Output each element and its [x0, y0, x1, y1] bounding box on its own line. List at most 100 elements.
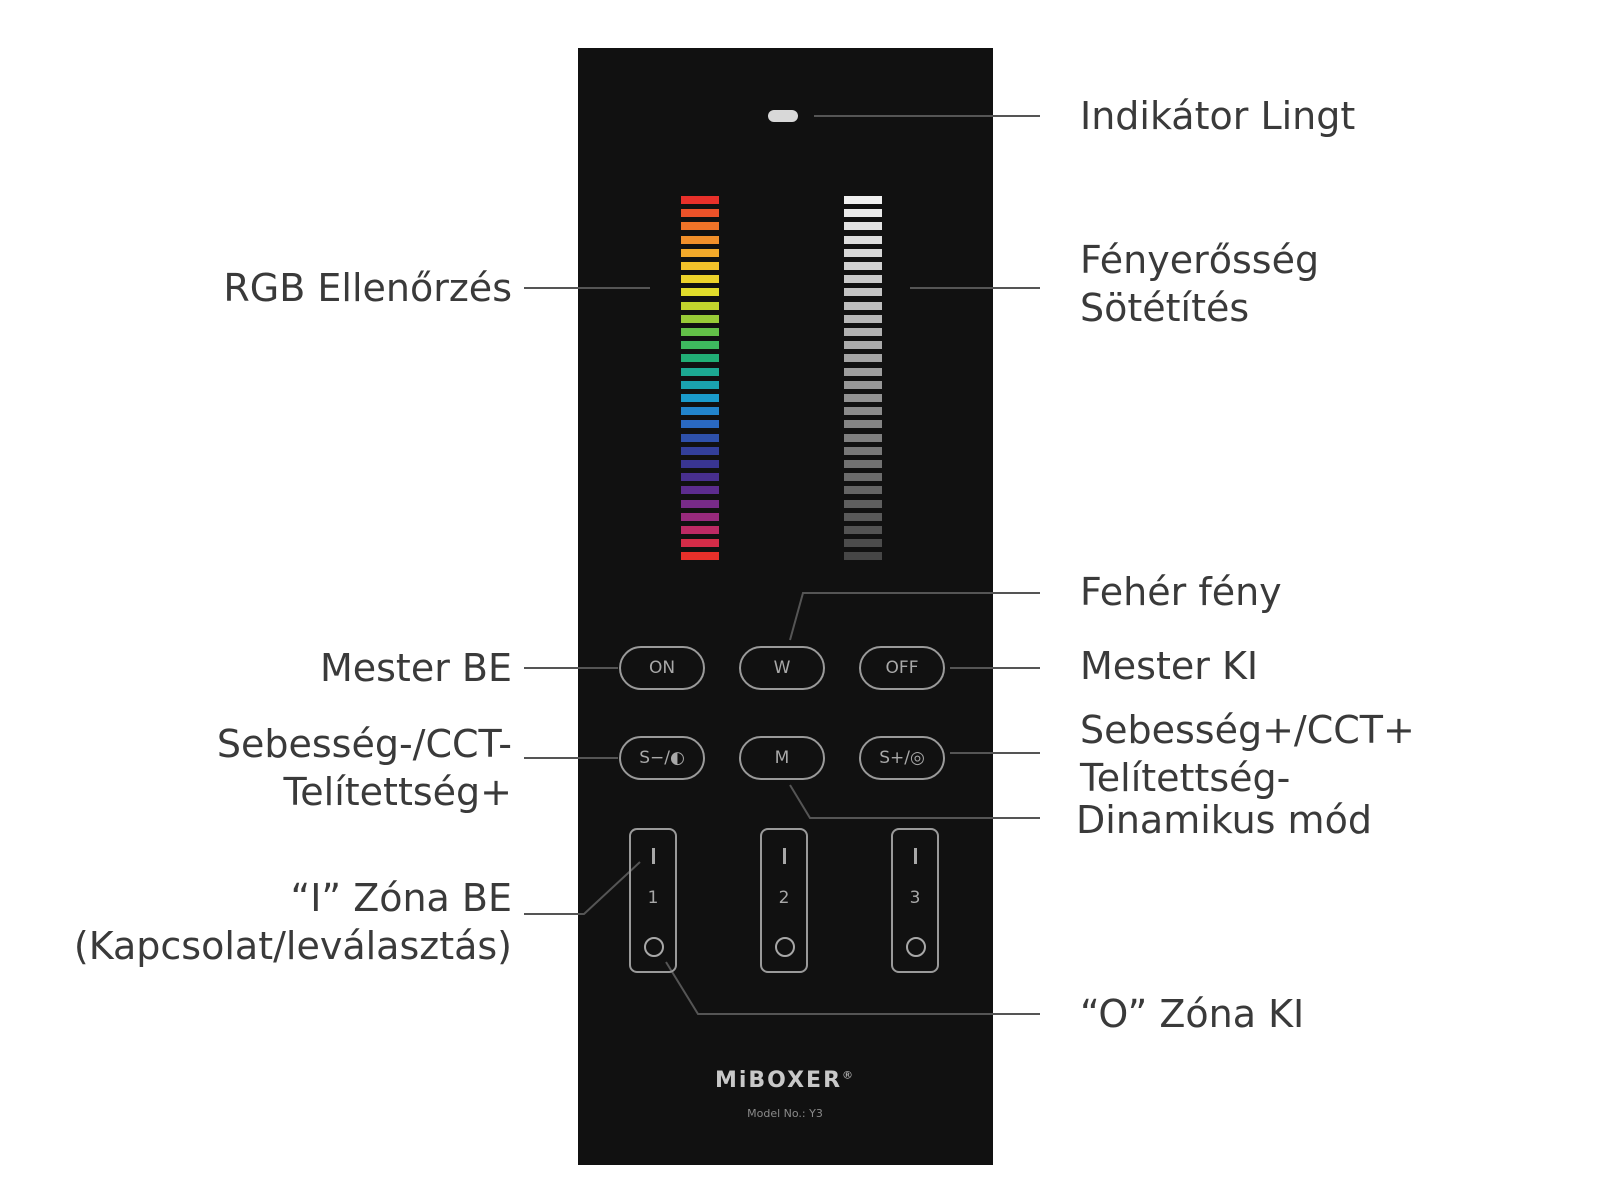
zone-3-key[interactable]: 3	[891, 828, 939, 973]
rgb-segment	[681, 262, 719, 270]
brightness-segment	[844, 526, 882, 534]
rgb-segment	[681, 209, 719, 218]
brightness-segment	[844, 235, 882, 244]
label-speed-minus-line2: Telítettség+	[283, 770, 512, 814]
brightness-slider[interactable]	[844, 196, 882, 566]
brightness-segment	[844, 248, 882, 257]
brightness-segment	[844, 367, 882, 376]
brightness-segment	[844, 460, 882, 468]
rgb-segment	[681, 301, 719, 310]
label-speed-minus: Sebesség-/CCT- Telítettség+	[217, 720, 512, 816]
rgb-segment	[681, 539, 719, 548]
label-master-off: Mester KI	[1080, 644, 1259, 688]
label-zone-on-line1: “I” Zóna BE	[290, 876, 512, 920]
label-brightness-line1: Fényerősség	[1080, 238, 1320, 282]
label-indicator-light: Indikátor Lingt	[1080, 94, 1356, 138]
rgb-segment	[681, 380, 719, 389]
rgb-segment	[681, 433, 719, 442]
rgb-segment	[681, 341, 719, 350]
on-button[interactable]: ON	[619, 646, 705, 690]
brand-name: MiBOXER	[714, 1068, 843, 1093]
brightness-segment	[844, 262, 882, 270]
rgb-segment	[681, 446, 719, 455]
zone-number: 2	[778, 888, 790, 908]
brightness-segment	[844, 275, 882, 284]
brightness-segment	[844, 499, 882, 508]
brightness-segment	[844, 196, 882, 204]
rgb-segment	[681, 354, 719, 363]
brightness-segment	[844, 473, 882, 482]
rgb-segment	[681, 394, 719, 402]
rgb-segment	[681, 420, 719, 429]
mode-button[interactable]: M	[739, 736, 825, 780]
rgb-segment	[681, 460, 719, 468]
rgb-segment	[681, 222, 719, 231]
speed-plus-button[interactable]: S+/◎	[859, 736, 945, 780]
indicator-light	[768, 110, 798, 122]
rgb-segment	[681, 512, 719, 521]
rgb-segment	[681, 235, 719, 244]
brightness-segment	[844, 288, 882, 297]
label-speed-plus: Sebesség+/CCT+ Telítettség-	[1080, 706, 1415, 802]
zone-1-key[interactable]: 1	[629, 828, 677, 973]
zone-off-icon	[644, 937, 664, 957]
brightness-segment	[844, 328, 882, 336]
brightness-segment	[844, 512, 882, 521]
registered-mark: ®	[842, 1068, 856, 1082]
remote-panel	[578, 48, 993, 1165]
brightness-segment	[844, 209, 882, 218]
brightness-segment	[844, 380, 882, 389]
brightness-segment	[844, 552, 882, 561]
rgb-segment	[681, 367, 719, 376]
label-zone-on: “I” Zóna BE (Kapcsolat/leválasztás)	[74, 874, 512, 970]
label-brightness-line2: Sötétítés	[1080, 286, 1250, 330]
brightness-segment	[844, 222, 882, 231]
rgb-segment	[681, 526, 719, 534]
brightness-segment	[844, 314, 882, 323]
brightness-segment	[844, 446, 882, 455]
label-zone-on-line2: (Kapcsolat/leválasztás)	[73, 924, 512, 968]
zone-number: 1	[647, 888, 659, 908]
white-button[interactable]: W	[739, 646, 825, 690]
zone-number: 3	[909, 888, 921, 908]
label-rgb-control: RGB Ellenőrzés	[223, 266, 512, 310]
rgb-segment	[681, 288, 719, 297]
zone-2-key[interactable]: 2	[760, 828, 808, 973]
rgb-segment	[681, 499, 719, 508]
zone-off-icon	[775, 937, 795, 957]
rgb-segment	[681, 407, 719, 416]
label-speed-minus-line1: Sebesség-/CCT-	[216, 722, 512, 766]
label-dynamic-mode: Dinamikus mód	[1076, 798, 1372, 842]
rgb-segment	[681, 328, 719, 336]
label-white-light: Fehér fény	[1080, 570, 1282, 614]
brightness-segment	[844, 301, 882, 310]
label-brightness: Fényerősség Sötétítés	[1080, 236, 1319, 332]
label-speed-plus-line2: Telítettség-	[1080, 756, 1291, 800]
rgb-slider[interactable]	[681, 196, 719, 566]
zone-on-icon	[782, 848, 786, 864]
rgb-segment	[681, 473, 719, 482]
brightness-segment	[844, 433, 882, 442]
label-zone-off: “O” Zóna KI	[1080, 992, 1305, 1036]
brightness-segment	[844, 539, 882, 548]
zone-off-icon	[906, 937, 926, 957]
off-button[interactable]: OFF	[859, 646, 945, 690]
brightness-segment	[844, 407, 882, 416]
brightness-segment	[844, 486, 882, 495]
zone-on-icon	[651, 848, 655, 864]
brightness-segment	[844, 354, 882, 363]
label-speed-plus-line1: Sebesség+/CCT+	[1080, 708, 1415, 752]
rgb-segment	[681, 196, 719, 204]
brightness-segment	[844, 394, 882, 402]
brightness-segment	[844, 420, 882, 429]
label-master-on: Mester BE	[319, 646, 512, 690]
speed-minus-button[interactable]: S−/◐	[619, 736, 705, 780]
rgb-segment	[681, 248, 719, 257]
model-number: Model No.: Y3	[747, 1107, 823, 1120]
zone-on-icon	[913, 848, 917, 864]
brightness-segment	[844, 341, 882, 350]
brand-logo: MiBOXER®	[630, 1068, 940, 1093]
rgb-segment	[681, 275, 719, 284]
rgb-segment	[681, 486, 719, 495]
rgb-segment	[681, 314, 719, 323]
